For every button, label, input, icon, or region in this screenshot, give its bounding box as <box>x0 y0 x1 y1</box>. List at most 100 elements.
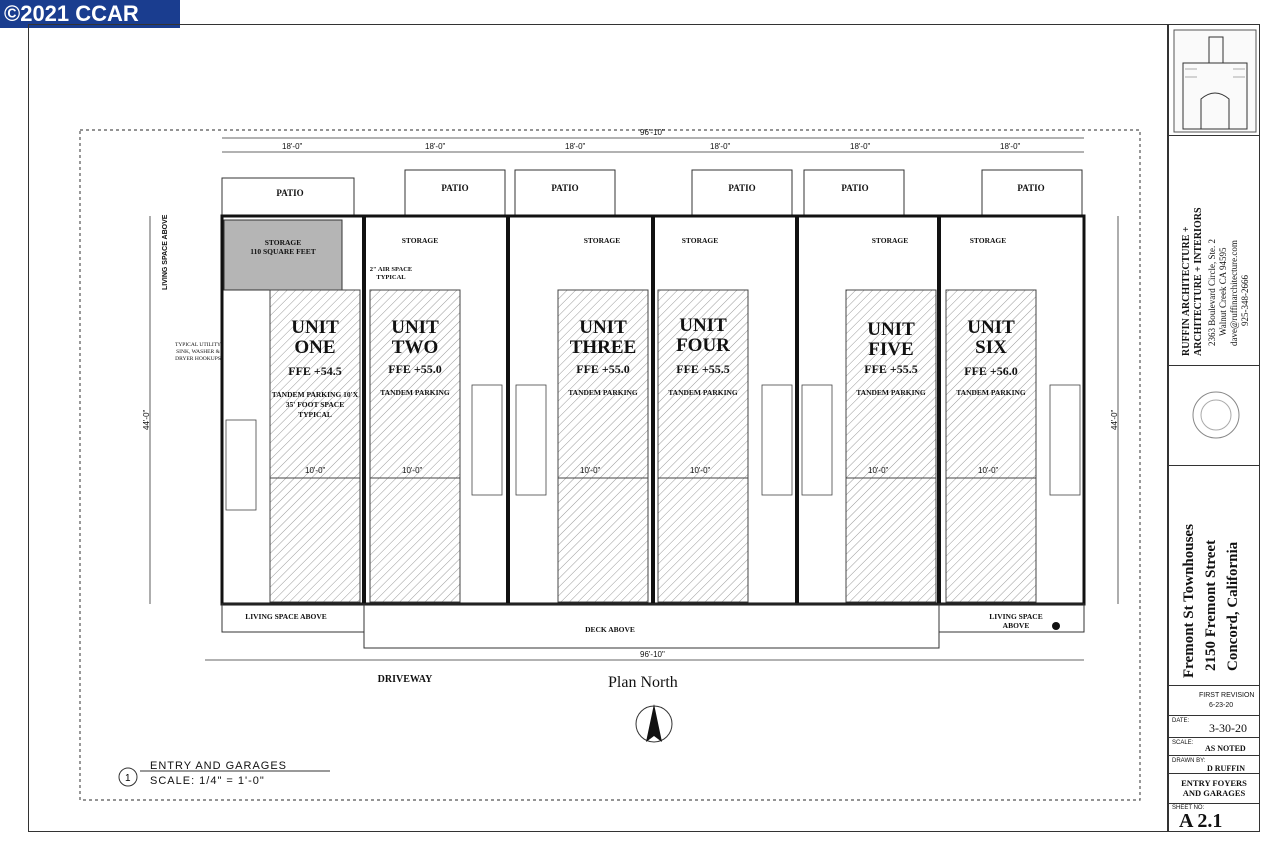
sheet-title-line1: ENTRY FOYERS <box>1181 778 1247 788</box>
unit-five-ffe: FFE +55.5 <box>864 362 918 376</box>
drawn-value: D RUFFIN <box>1207 764 1245 773</box>
patio-label-1: PATIO <box>276 188 304 198</box>
overall-depth-left: 44'-0" <box>142 409 151 430</box>
storage-unit-one <box>223 219 343 291</box>
parking-4 <box>657 289 749 603</box>
property-boundary <box>79 129 1141 801</box>
patio-2 <box>404 169 506 217</box>
patio-label-3: PATIO <box>551 183 579 193</box>
patio-5 <box>803 169 905 217</box>
unit-three-parking: TANDEM PARKING <box>568 388 638 397</box>
floor-plan: 1 <box>79 129 1141 801</box>
drawing-sheet <box>28 24 1168 832</box>
drawing-scale: SCALE: 1/4" = 1'-0" <box>150 775 265 787</box>
patio-3 <box>514 169 616 217</box>
unit-width-6: 18'-0" <box>1000 142 1021 151</box>
title-block: RUFFIN ARCHITECTURE + ARCHITECTURE + INT… <box>1168 24 1260 832</box>
firm-address1: 2363 Boulevard Circle, Ste. 2 <box>1207 239 1217 346</box>
storage-label-1: STORAGE 110 SQUARE FEET <box>250 238 316 256</box>
utility-note: TYPICAL UTILITY SINK, WASHER & DRYER HOO… <box>174 342 222 362</box>
unit-four-parking: TANDEM PARKING <box>668 388 738 397</box>
parking-dim-1: 10'-0" <box>305 466 326 475</box>
parking-dim-5: 10'-0" <box>868 466 889 475</box>
firm-info: RUFFIN ARCHITECTURE + ARCHITECTURE + INT… <box>1169 135 1259 365</box>
revision-row: FIRST REVISION 6-23-20 <box>1169 685 1259 715</box>
unit-two-ffe: FFE +55.0 <box>388 362 442 376</box>
date-label: DATE: <box>1172 718 1190 724</box>
sheet-no-label: SHEET NO: <box>1172 805 1205 811</box>
living-space-above-2: LIVING SPACE ABOVE <box>989 612 1043 630</box>
patio-label-5: PATIO <box>841 183 869 193</box>
unit-five-parking: TANDEM PARKING <box>856 388 926 397</box>
storage-label-2: STORAGE <box>401 236 439 245</box>
overall-width-top: 96'-10" <box>640 128 665 137</box>
unit-six-parking: TANDEM PARKING <box>956 388 1026 397</box>
firm-phone: 925-348-2666 <box>1240 275 1250 326</box>
deck-above-label: DECK ABOVE <box>585 625 635 634</box>
parking-1 <box>269 289 361 603</box>
building-sketch-image <box>1173 29 1257 133</box>
firm-address2: Walnut Creek CA 94595 <box>1218 247 1228 336</box>
drawn-row: DRAWN BY: D RUFFIN <box>1169 755 1259 773</box>
storage-label-4: STORAGE <box>681 236 719 245</box>
storage-label-6: STORAGE <box>969 236 1007 245</box>
unit-four-ffe: FFE +55.5 <box>676 362 730 376</box>
project-city: Concord, California <box>1225 541 1241 671</box>
unit-width-4: 18'-0" <box>710 142 731 151</box>
parking-3 <box>557 289 649 603</box>
unit-one-ffe: FFE +54.5 <box>288 364 342 378</box>
unit-width-3: 18'-0" <box>565 142 586 151</box>
patio-6 <box>981 169 1083 217</box>
parking-dim-6: 10'-0" <box>978 466 999 475</box>
patio-label-4: PATIO <box>728 183 756 193</box>
overall-depth-right: 44'-0" <box>1110 409 1119 430</box>
parking-2 <box>369 289 461 603</box>
revision-date: 6-23-20 <box>1209 702 1234 709</box>
storage-label-3: STORAGE <box>583 236 621 245</box>
scale-value: AS NOTED <box>1205 744 1246 753</box>
drawn-label: DRAWN BY: <box>1172 758 1206 764</box>
unit-three-ffe: FFE +55.0 <box>576 362 630 376</box>
parking-5 <box>845 289 937 603</box>
date-value: 3-30-20 <box>1209 721 1247 735</box>
unit-width-5: 18'-0" <box>850 142 871 151</box>
unit-width-1: 18'-0" <box>282 142 303 151</box>
unit-six-ffe: FFE +56.0 <box>964 364 1018 378</box>
parking-dim-4: 10'-0" <box>690 466 711 475</box>
parking-dim-3: 10'-0" <box>580 466 601 475</box>
air-space-note: 2" AIR SPACE TYPICAL <box>369 266 413 281</box>
project-address: 2150 Fremont Street <box>1203 539 1219 671</box>
unit-one-parking: TANDEM PARKING 10'X 35' FOOT SPACE TYPIC… <box>271 390 359 419</box>
revision-label: FIRST REVISION <box>1199 692 1255 699</box>
patio-4 <box>691 169 793 217</box>
living-space-above-side: LIVING SPACE ABOVE <box>162 214 169 290</box>
sheet-title: ENTRY FOYERS AND GARAGES <box>1169 773 1259 803</box>
living-space-above-1: LIVING SPACE ABOVE <box>245 612 327 621</box>
scale-label: SCALE: <box>1172 740 1194 746</box>
parking-6 <box>945 289 1037 603</box>
project-info: Fremont St Townhouses 2150 Fremont Stree… <box>1169 465 1259 685</box>
drawing-title: ENTRY AND GARAGES <box>150 760 288 772</box>
overall-width-bottom: 96'-10" <box>640 650 665 659</box>
copyright-badge: ©2021 CCAR <box>0 0 180 28</box>
unit-two-parking: TANDEM PARKING <box>380 388 450 397</box>
svg-text:1: 1 <box>125 773 131 784</box>
plan-north-label: Plan North <box>608 674 678 691</box>
patio-label-2: PATIO <box>441 183 469 193</box>
scale-row: SCALE: AS NOTED <box>1169 737 1259 755</box>
driveway-label: DRIVEWAY <box>377 674 433 685</box>
firm-name: RUFFIN ARCHITECTURE + <box>1181 226 1192 356</box>
firm-sub: ARCHITECTURE + INTERIORS <box>1193 207 1204 356</box>
firm-email: dave@ruffinarchitecture.com <box>1229 240 1239 346</box>
architect-seal-icon <box>1192 391 1240 439</box>
storage-label-5: STORAGE <box>871 236 909 245</box>
patio-label-6: PATIO <box>1017 183 1045 193</box>
unit-width-2: 18'-0" <box>425 142 446 151</box>
sheet-no-value: A 2.1 <box>1179 810 1223 832</box>
architect-stamp <box>1169 365 1259 465</box>
